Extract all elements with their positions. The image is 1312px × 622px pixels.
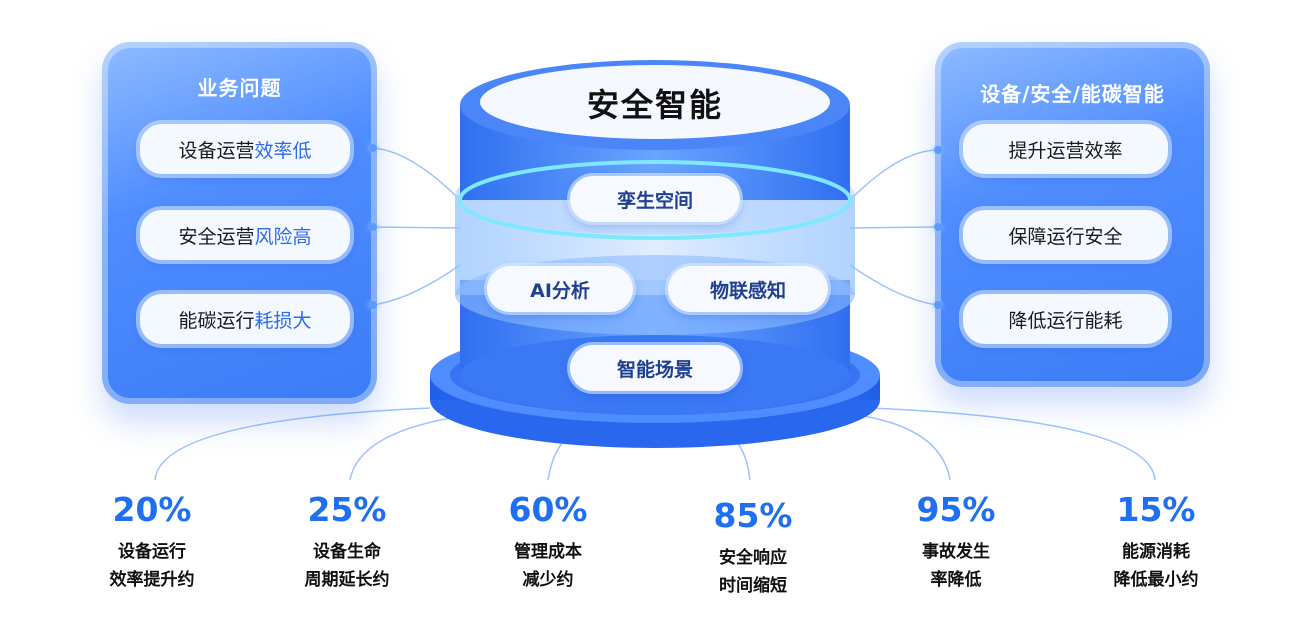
stat-1-line2: 效率提升约 [109,570,195,590]
connector-right-1 [849,149,939,201]
business-problems-title: 业务问题 [197,76,282,100]
problem-item-2-highlight: 风险高 [254,225,312,248]
problem-item-3-prefix: 能碳运行 [178,309,255,332]
stat-5-line1: 事故发生 [922,542,990,562]
left-dot-2 [369,223,377,231]
right-dot-2 [934,223,942,231]
stat-3-line2: 减少约 [522,570,574,590]
stat-2: 25% 设备生命 周期延长约 [272,490,422,594]
problem-item-1-highlight: 效率低 [254,139,312,162]
connector-stat-1 [154,407,431,481]
stat-5-value: 95% [916,490,996,529]
problem-item-2-prefix: 安全运营 [178,225,255,248]
solution-item-1: 提升运营效率 [963,124,1168,174]
core-title: 安全智能 [586,86,723,124]
stat-2-value: 25% [307,490,387,529]
stat-5: 95% 事故发生 率降低 [881,490,1031,594]
connector-stat-6 [869,407,1156,481]
stat-3-line1: 管理成本 [514,542,582,562]
layer-digital-twin: 孪生空间 [570,176,740,222]
left-dot-3 [369,301,377,309]
problem-item-3: 能碳运行耗损大 [140,294,350,344]
problem-item-2: 安全运营风险高 [140,210,350,260]
stat-6: 15% 能源消耗 降低最小约 [1081,490,1231,594]
stat-4-line2: 时间缩短 [719,576,787,596]
layer-iot-sensing: 物联感知 [668,266,828,312]
connector-right-2 [849,226,939,229]
connector-left-2 [371,226,461,229]
problem-item-3-highlight: 耗损大 [254,309,312,332]
connector-left-3 [371,264,461,306]
problem-item-1-prefix: 设备运营 [178,139,255,162]
stat-6-line1: 能源消耗 [1122,542,1190,562]
problem-item-1: 设备运营效率低 [140,124,350,174]
left-dot-1 [369,144,377,152]
stat-4: 85% 安全响应 时间缩短 [678,496,828,600]
stat-4-value: 85% [713,496,793,535]
smart-solution-title: 设备/安全/能碳智能 [980,82,1165,106]
layer-smart-scenario: 智能场景 [570,345,740,391]
right-dot-1 [934,146,942,154]
stat-2-line2: 周期延长约 [304,570,390,590]
stat-4-line1: 安全响应 [719,548,787,568]
connector-left-1 [371,147,461,201]
stat-1-line1: 设备运行 [118,542,186,562]
stat-1-value: 20% [112,490,192,529]
stat-3: 60% 管理成本 减少约 [473,490,623,594]
stat-5-line2: 率降低 [930,570,982,590]
stat-2-line1: 设备生命 [313,542,381,562]
layer-ai-analysis: AI分析 [487,266,633,312]
stat-6-line2: 降低最小约 [1113,570,1199,590]
stat-3-value: 60% [508,490,588,529]
solution-item-2: 保障运行安全 [963,210,1168,260]
stat-1: 20% 设备运行 效率提升约 [77,490,227,594]
stat-6-value: 15% [1116,490,1196,529]
right-dot-3 [934,301,942,309]
solution-item-3: 降低运行能耗 [963,294,1168,344]
connector-right-3 [849,264,939,306]
